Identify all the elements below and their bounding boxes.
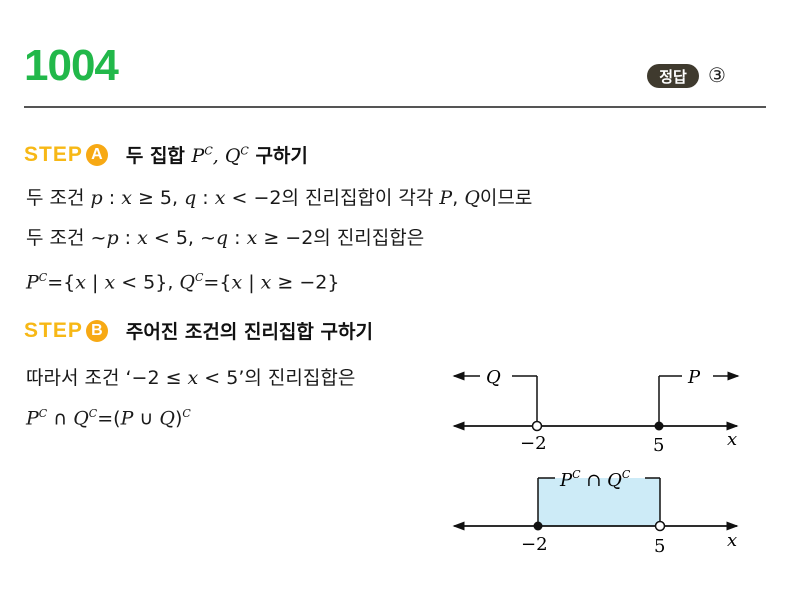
step-label: STEP (24, 142, 83, 166)
shaded-region (538, 478, 660, 526)
answer-badge: 정답 (647, 64, 699, 88)
step-a-line-3: PC={x | x < 5}, QC={x | x ≥ −2} (26, 271, 340, 294)
step-a-heading: STEP A 두 집합 PC, QC 구하기 (24, 141, 308, 168)
label-q: Q (486, 367, 501, 388)
step-b-heading: STEP B 주어진 조건의 진리집합 구하기 (24, 317, 373, 344)
step-b-line-2: PC ∩ QC=(P ∪ Q)C (26, 407, 191, 430)
number-line-p-q: Q P −2 5 x (452, 367, 740, 456)
tick-minus2: −2 (521, 534, 548, 555)
step-title-math: PC, QC (191, 144, 249, 167)
closed-point-5 (654, 421, 664, 431)
axis-label-x: x (727, 429, 737, 450)
tick-minus2: −2 (520, 433, 547, 454)
label-p: P (687, 367, 701, 388)
header-divider (24, 106, 766, 108)
tick-5: 5 (654, 536, 665, 557)
axis-label-x: x (727, 530, 737, 551)
step-title: 주어진 조건의 진리집합 구하기 (125, 321, 373, 343)
label-pc-cap-qc: PC ∩ QC (559, 468, 631, 491)
step-b-line-1: 따라서 조건 ‘−2 ≤ x < 5’의 진리집합은 (26, 367, 356, 389)
number-line-pc-intersect-qc: PC ∩ QC −2 5 x (452, 468, 739, 557)
problem-number: 1004 (24, 41, 119, 90)
open-point-minus2 (531, 420, 543, 432)
answer-value: ③ (708, 63, 726, 87)
open-point-5 (654, 520, 666, 532)
step-title-suffix: 구하기 (248, 145, 308, 167)
tick-5: 5 (653, 435, 664, 456)
step-title: 두 집합 PC, QC 구하기 (126, 141, 308, 168)
step-title-prefix: 두 집합 (125, 145, 192, 167)
step-letter-icon: B (85, 319, 108, 342)
step-letter-icon: A (85, 143, 108, 166)
step-label: STEP (24, 318, 83, 342)
step-a-line-2: 두 조건 ~p : x < 5, ~q : x ≥ −2의 진리집합은 (26, 227, 425, 249)
step-a-line-1: 두 조건 p : x ≥ 5, q : x < −2의 진리집합이 각각 P, … (26, 187, 533, 209)
closed-point-minus2 (533, 521, 543, 531)
